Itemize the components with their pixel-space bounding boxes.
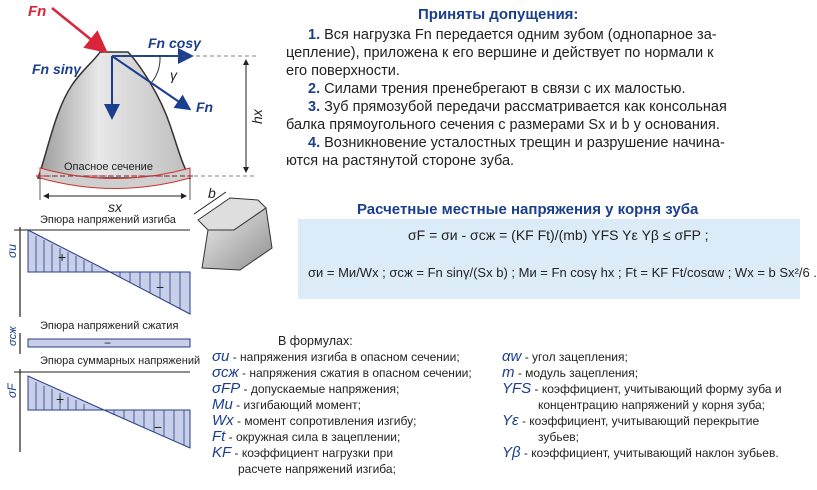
- legend-row: Wx - момент сопротивления изгибу;: [212, 413, 502, 429]
- legend-row: σFP - допускаемые напряжения;: [212, 381, 502, 397]
- sum-minus-area: [103, 409, 191, 449]
- assumption-line: 2. Силами трения пренебрегают в связи с …: [286, 80, 801, 98]
- sum-axis-label: σF: [5, 383, 19, 398]
- bend-minus: −: [156, 279, 164, 295]
- assumption-text: цепление), приложена к его вершине и дей…: [286, 45, 714, 61]
- legend-text: зубьев;: [538, 430, 580, 444]
- stresses-title: Расчетные местные напряжения у корня зуб…: [357, 201, 699, 218]
- legend-symbol: YFS: [502, 380, 532, 397]
- stress-diagrams: Эпюра напряжений изгиба σи + − Эпюра нап…: [5, 214, 200, 452]
- assumption-number: 1.: [308, 27, 325, 43]
- sum-plus-area: [27, 375, 105, 411]
- legend-row: m - модуль зацепления;: [502, 365, 802, 381]
- danger-label: Опасное сечение: [64, 161, 153, 173]
- assumption-text: Возникновение усталостных трещин и разру…: [324, 135, 725, 151]
- bend-axis-label: σи: [5, 244, 19, 258]
- legend-symbol: σи: [212, 348, 230, 365]
- gamma-label: γ: [170, 67, 178, 83]
- assumption-line: 3. Зуб прямозубой передачи рассматривает…: [286, 98, 801, 116]
- fn-right-label: Fn: [196, 99, 213, 115]
- assumption-text: Зуб прямозубой передачи рассматривается …: [324, 99, 727, 115]
- fn-sin-label: Fn sinγ: [32, 61, 82, 77]
- comp-minus: −: [104, 336, 111, 350]
- assumption-line: цепление), приложена к его вершине и дей…: [286, 44, 801, 62]
- legend-row: Mи - изгибающий момент;: [212, 397, 502, 413]
- legend-text: концентрацию напряжений у корня зуба;: [538, 398, 766, 412]
- formula-defs: σи = Mи/Wx ; σсж = Fn sinγ/(Sx b) ; Mи =…: [308, 265, 817, 280]
- assumption-number: 4.: [308, 135, 325, 151]
- assumption-text: балка прямоугольного сечения с размерами…: [286, 117, 720, 133]
- assumption-line: ются на растянутой стороне зуба.: [286, 152, 801, 170]
- comp-area: [27, 338, 191, 348]
- legend-symbol: αw: [502, 348, 522, 365]
- legend-text: - изгибающий момент;: [232, 398, 361, 412]
- legend-text: - напряжения сжатия в опасном сечении;: [238, 366, 472, 380]
- legend-symbol: σсж: [212, 364, 239, 381]
- bend-title: Эпюра напряжений изгиба: [40, 214, 177, 226]
- assumption-text: Вся нагрузка Fn передается одним зубом (…: [324, 27, 717, 43]
- legend-symbol: Wx: [212, 412, 234, 429]
- legend-left: σи - напряжения изгиба в опасном сечении…: [212, 349, 502, 477]
- legend-row: σсж - напряжения сжатия в опасном сечени…: [212, 365, 502, 381]
- legend-text: - коэффициент, учитывающий наклон зубьев…: [520, 446, 779, 460]
- legend-row: KF - коэффициент нагрузки при: [212, 445, 502, 461]
- legend-text: расчете напряжений изгиба;: [238, 462, 396, 476]
- legend-text: - коэффициент, учитывающий форму зуба и: [531, 382, 782, 396]
- comp-title: Эпюра напряжений сжатия: [40, 320, 178, 332]
- legend-text: - коэффициент, учитывающий перекрытие: [518, 414, 760, 428]
- assumption-line: 4. Возникновение усталостных трещин и ра…: [286, 134, 801, 152]
- legend-row: Yβ - коэффициент, учитывающий наклон зуб…: [502, 445, 802, 461]
- legend-text: - окружная сила в зацеплении;: [225, 430, 401, 444]
- tooth-3d-sketch: b: [193, 185, 273, 271]
- legend-row: σи - напряжения изгиба в опасном сечении…: [212, 349, 502, 365]
- legend-row: αw - угол зацепления;: [502, 349, 802, 365]
- assumption-text: Силами трения пренебрегают в связи с их …: [324, 81, 686, 97]
- legend-row: концентрацию напряжений у корня зуба;: [502, 397, 802, 413]
- legend-symbol: σFP: [212, 380, 241, 397]
- assumption-line: его поверхности.: [286, 62, 801, 80]
- legend-row: расчете напряжений изгиба;: [212, 461, 502, 477]
- fn-cos-label: Fn cosγ: [148, 35, 202, 51]
- legend-right: αw - угол зацепления;m - модуль зацеплен…: [502, 349, 802, 461]
- assumption-text: ются на растянутой стороне зуба.: [286, 153, 515, 169]
- legend-row: YFS - коэффициент, учитывающий форму зуб…: [502, 381, 802, 397]
- legend-text: - угол зацепления;: [521, 350, 628, 364]
- legend-symbol: Yβ: [502, 444, 521, 461]
- fn-label: Fn: [28, 3, 46, 20]
- legend-symbol: Ft: [212, 428, 226, 445]
- bend-plus: +: [58, 249, 66, 265]
- legend-text: - напряжения изгиба в опасном сечении;: [229, 350, 460, 364]
- assumption-text: его поверхности.: [286, 63, 400, 79]
- legend-text: - модуль зацепления;: [514, 366, 639, 380]
- sum-title: Эпюра суммарных напряжений: [40, 355, 200, 367]
- sx-label: sx: [108, 199, 123, 215]
- assumption-line: балка прямоугольного сечения с размерами…: [286, 116, 801, 134]
- assumption-number: 2.: [308, 81, 325, 97]
- bend-plus-area: [27, 229, 111, 273]
- assumption-number: 3.: [308, 99, 325, 115]
- legend-text: - коэффициент нагрузки при: [231, 446, 394, 460]
- legend-title: В формулах:: [278, 334, 353, 348]
- legend-row: Ft - окружная сила в зацеплении;: [212, 429, 502, 445]
- sum-minus: −: [154, 419, 162, 435]
- legend-symbol: Yε: [502, 412, 519, 429]
- formula-main: σF = σи - σсж = (KF Ft)/(mb) YFS Yε Yβ ≤…: [408, 227, 709, 243]
- formula-box: σF = σи - σсж = (KF Ft)/(mb) YFS Yε Yβ ≤…: [298, 219, 817, 299]
- legend-text: - допускаемые напряжения;: [240, 382, 400, 396]
- legend-row: зубьев;: [502, 429, 802, 445]
- comp-axis-label: σсж: [7, 326, 19, 346]
- assumptions-title: Приняты допущения:: [418, 6, 579, 23]
- sum-plus: +: [56, 391, 64, 407]
- hx-label: hx: [249, 108, 265, 124]
- legend-symbol: KF: [212, 444, 232, 461]
- b-label: b: [208, 185, 216, 201]
- legend-symbol: m: [502, 364, 515, 381]
- gear-tooth-diagram: Fn Fn cosγ Fn sinγ Fn γ hx sx Опасное се…: [28, 3, 265, 215]
- legend-symbol: Mи: [212, 396, 233, 413]
- assumption-line: 1. Вся нагрузка Fn передается одним зубо…: [286, 26, 801, 44]
- legend-row: Yε - коэффициент, учитывающий перекрытие: [502, 413, 802, 429]
- assumptions-list: 1. Вся нагрузка Fn передается одним зубо…: [286, 26, 801, 170]
- legend-text: - момент сопротивления изгибу;: [233, 414, 417, 428]
